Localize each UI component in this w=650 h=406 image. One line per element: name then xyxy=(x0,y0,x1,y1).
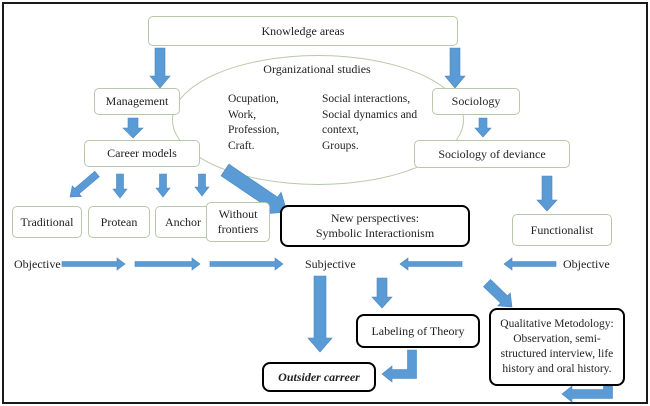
objective-right-label: Objective xyxy=(563,257,610,271)
arrow-subjective-to-outsider-icon xyxy=(307,275,333,353)
arrow-down-to-qualitative-icon xyxy=(483,278,513,308)
protean-box: Protean xyxy=(88,206,150,238)
arrow-sociology-to-deviance-icon xyxy=(474,117,492,138)
arrow-career-to-protean-icon xyxy=(112,173,128,199)
occupation-list-text: Ocupation, Work, Profession, Craft. xyxy=(228,93,280,152)
arrow-qualitative-bottom-icon xyxy=(561,385,613,403)
arrow-career-to-traditional-icon xyxy=(69,170,100,198)
management-box: Management xyxy=(94,88,180,115)
arrow-objective-right-to-subjective-1-icon xyxy=(399,257,463,271)
arrow-management-to-career-models-icon xyxy=(122,117,144,139)
organizational-studies-ellipse xyxy=(172,55,464,185)
objective-left-label: Objective xyxy=(14,257,61,271)
arrow-objective-left-to-subjective-2-icon xyxy=(134,257,201,271)
anchor-box: Anchor xyxy=(155,206,211,238)
without-frontiers-box: Without frontiers xyxy=(206,202,270,242)
arrow-objective-left-to-subjective-1-icon xyxy=(61,257,126,271)
arrow-knowledge-to-management-icon xyxy=(149,47,171,89)
arrow-career-to-anchor-icon xyxy=(155,173,171,198)
new-perspectives-box: New perspectives: Symbolic Interactionis… xyxy=(280,205,470,247)
career-models-box: Career models xyxy=(84,140,200,167)
subjective-label: Subjective xyxy=(305,257,356,271)
arrow-knowledge-to-sociology-icon xyxy=(444,47,466,89)
social-interactions-list-text: Social interactions, Social dynamics and… xyxy=(322,93,418,152)
knowledge-areas-box: Knowledge areas xyxy=(148,16,458,46)
qualitative-methodology-box: Qualitative Metodology: Observation, sem… xyxy=(489,308,625,386)
arrow-down-to-labeling-icon xyxy=(371,277,393,309)
arrow-deviance-to-functionalist-icon xyxy=(536,175,558,212)
arrow-objective-right-to-subjective-2-icon xyxy=(503,257,557,271)
outsider-career-box: Outsider carreer xyxy=(262,362,376,392)
sociology-box: Sociology xyxy=(432,88,520,115)
organizational-studies-title: Organizational studies xyxy=(263,62,371,76)
arrow-career-to-without-frontiers-icon xyxy=(194,173,210,197)
arrow-labeling-to-outsider-icon xyxy=(381,349,417,383)
functionalist-box: Functionalist xyxy=(512,214,612,246)
traditional-box: Traditional xyxy=(12,206,82,238)
arrow-objective-left-to-subjective-3-icon xyxy=(209,257,284,271)
sociology-of-deviance-box: Sociology of deviance xyxy=(414,140,570,168)
labeling-of-theory-box: Labeling of Theory xyxy=(356,314,480,348)
